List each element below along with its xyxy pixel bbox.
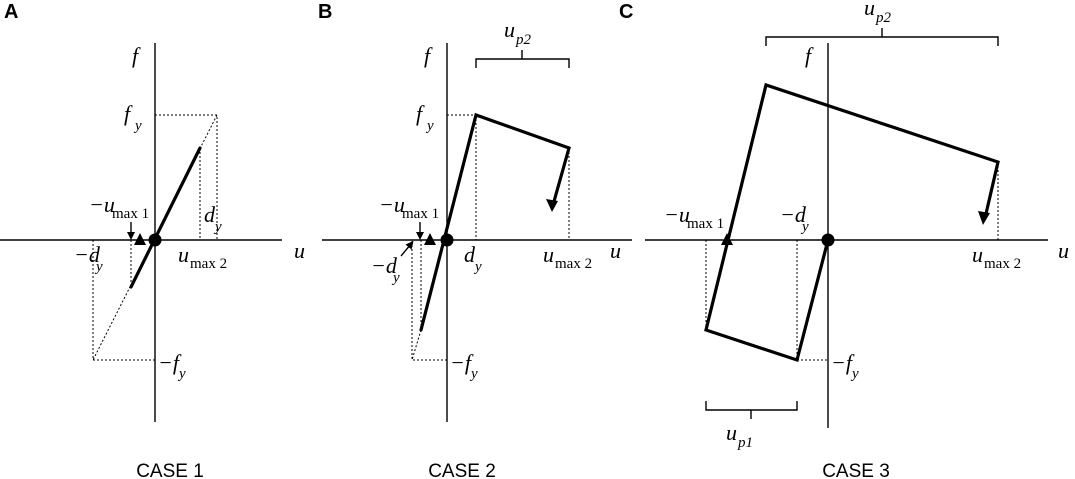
neg-dy-pointer-arrow [400, 240, 414, 257]
neg-fy-label-sub: y [177, 366, 186, 382]
panel-a: A f u f y −f y d y −d y −u max 1 u max 2… [0, 1, 305, 479]
origin-dot [821, 233, 835, 247]
umax2-label: u [543, 242, 554, 267]
umax2-label: u [972, 242, 983, 267]
triangle-marker [134, 233, 146, 245]
neg-fy-label: −f [450, 350, 474, 375]
neg-umax1-label: −u [89, 192, 115, 217]
triangle-marker [424, 233, 436, 245]
panel-c: C f u −f y −d y −u max 1 u max 2 u p2 u … [619, 0, 1069, 479]
dy-label: d [464, 242, 476, 267]
panel-letter-a: A [4, 1, 18, 23]
umax2-label-sub: max 2 [984, 256, 1021, 272]
case-label-2: CASE 2 [428, 461, 496, 479]
neg-dy-label: −d [74, 242, 101, 267]
neg-umax1-label-sub: max 1 [402, 206, 439, 222]
case-label-1: CASE 1 [136, 461, 204, 479]
neg-fy-label: −f [831, 350, 855, 375]
force-displacement-path [129, 146, 202, 289]
neg-fy-dotted-guide [92, 240, 155, 361]
fy-label: f [416, 101, 425, 126]
case-label-3: CASE 3 [822, 461, 890, 479]
path-arrowhead [978, 211, 990, 225]
up2-bracket [765, 28, 999, 46]
neg-umax1-label: −u [664, 202, 690, 227]
neg-umax1-label-sub: max 1 [112, 206, 149, 222]
neg-fy-label-sub: y [850, 366, 859, 382]
dy-label-sub: y [473, 259, 482, 275]
u-axis-label: u [1058, 238, 1069, 263]
umax2-label: u [178, 242, 189, 267]
up1-label: u [726, 420, 737, 445]
umax2-label-sub: max 2 [190, 256, 227, 272]
up2-label: u [864, 0, 875, 20]
up1-bracket [705, 401, 798, 419]
neg-fy-label: −f [158, 350, 182, 375]
triangle-marker [721, 233, 733, 245]
panel-letter-b: B [318, 1, 332, 23]
f-axis-label: f [805, 43, 814, 68]
dy-label-sub: y [213, 219, 222, 235]
path-arrowhead [546, 199, 558, 212]
neg-umax1-label-sub: max 1 [687, 216, 724, 232]
u-axis-label: u [294, 238, 305, 263]
elastic-dotted-guide [411, 329, 422, 361]
origin-dot [440, 233, 454, 247]
up2-label-sub: p2 [875, 10, 892, 26]
fy-label: f [124, 101, 133, 126]
panel-b: B f u f y −f y d y −d y −u max 1 u [318, 1, 632, 479]
panel-letter-c: C [619, 1, 633, 23]
u-axis-label: u [610, 238, 621, 263]
neg-dy-label-sub: y [800, 219, 809, 235]
neg-dy-label-sub: y [391, 270, 400, 286]
neg-dy-label: −d [371, 253, 398, 278]
neg-umax1-label: −u [379, 192, 405, 217]
f-axis-label: f [424, 43, 433, 68]
force-displacement-path [419, 112, 571, 332]
umax2-label-sub: max 2 [555, 256, 592, 272]
f-axis-label: f [132, 43, 141, 68]
up2-label-sub: p2 [515, 32, 532, 48]
fy-label-sub: y [133, 118, 142, 134]
up1-label-sub: p1 [737, 435, 753, 451]
fy-label-sub: y [425, 118, 434, 134]
neg-dy-label: −d [780, 202, 807, 227]
up2-bracket [475, 50, 570, 68]
neg-fy-label-sub: y [469, 366, 478, 382]
dy-label: d [204, 202, 216, 227]
neg-dy-label-sub: y [94, 259, 103, 275]
origin-dot [148, 233, 162, 247]
force-displacement-path [704, 82, 1000, 363]
up2-label: u [504, 17, 515, 42]
